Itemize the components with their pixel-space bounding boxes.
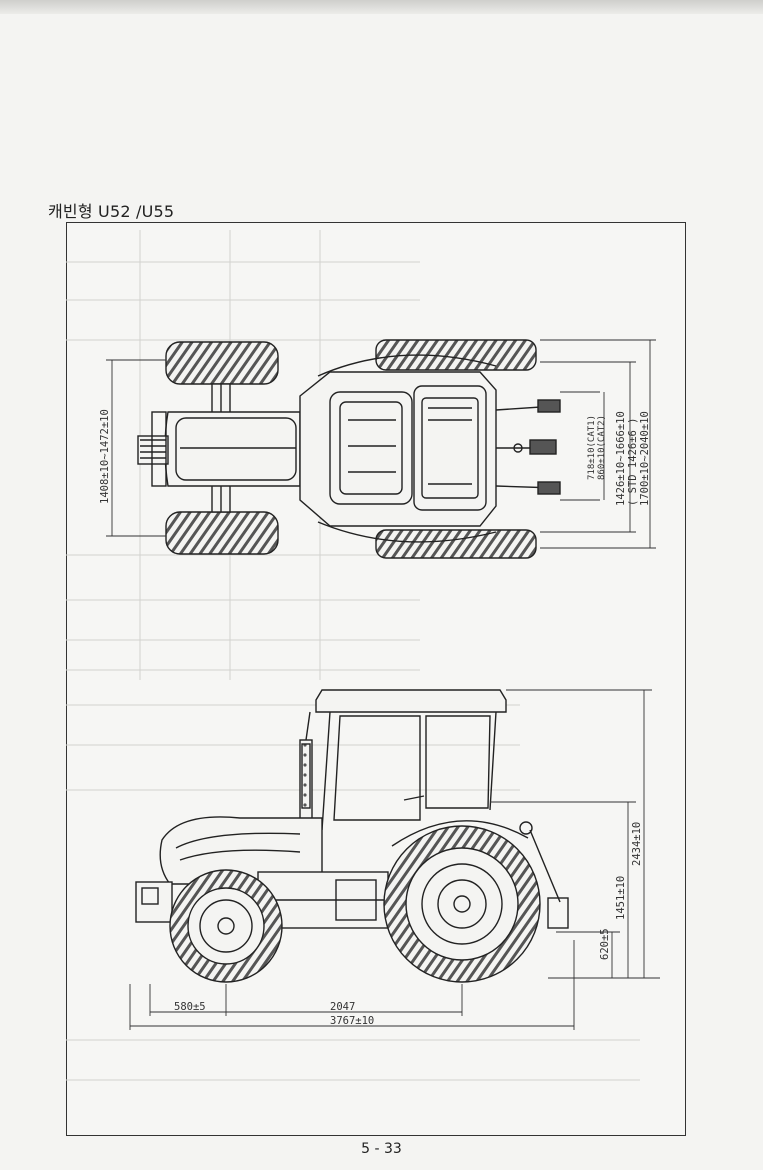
wheelbase-dimension: 2047 — [330, 1001, 355, 1013]
hitch-cat2-dimension: 860±10(CAT2) — [597, 415, 607, 480]
top-view-dimensions — [106, 339, 656, 549]
tractor-side-view — [135, 689, 569, 983]
width-max-dimension: 1700±10~2040±10 — [639, 411, 651, 506]
bleed-through-table — [66, 230, 640, 1081]
page-number: 5 - 33 — [361, 1141, 402, 1157]
hitch-cat1-dimension: 718±10(CAT1) — [587, 415, 597, 480]
section-title: 캐빈형 U52 /U55 — [48, 202, 175, 221]
track-overall-dimension: 1408±10~1472±10 — [99, 409, 111, 504]
axle-cab-height-dimension: 1451±10 — [615, 876, 627, 920]
side-view-dimensions — [129, 689, 660, 1030]
tractor-top-view — [137, 339, 561, 559]
front-overhang-dimension: 580±5 — [174, 1001, 206, 1013]
width-range-dimension: 1426±10~1666±10 — [615, 411, 627, 506]
page-top-edge — [0, 0, 763, 14]
overall-length-dimension: 3767±10 — [330, 1015, 374, 1027]
overall-height-dimension: 2434±10 — [631, 822, 643, 866]
drawbar-height-dimension: 620±5 — [599, 928, 611, 960]
width-std-dimension: ( STD 1426±6 ) — [627, 417, 639, 506]
